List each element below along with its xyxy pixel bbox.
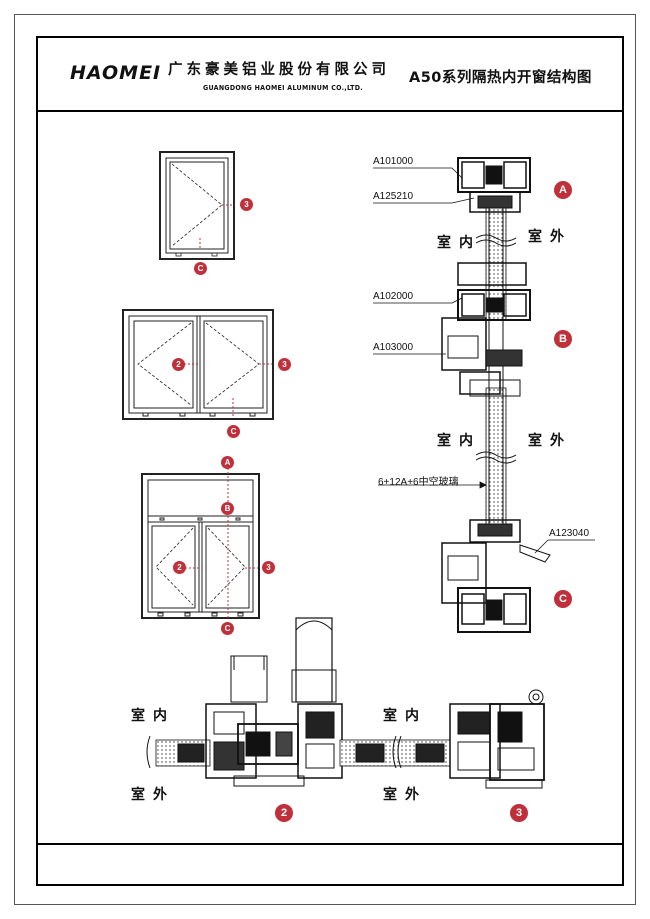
- label-a123040: A123040: [549, 528, 590, 539]
- label-a102000: A102000: [373, 291, 414, 302]
- label-a125210: A125210: [373, 191, 414, 202]
- elev3-marker-3: 3: [262, 561, 275, 574]
- room-indoor-right: 室内: [383, 708, 427, 724]
- elev2-marker-c: C: [227, 425, 240, 438]
- elevation-double-sash: [122, 309, 274, 420]
- company-logo: HAOMEI: [70, 62, 162, 84]
- leader-lines: [373, 167, 595, 554]
- label-glass: 6+12A+6中空玻璃: [378, 477, 459, 488]
- company-name-en: GUANGDONG HAOMEI ALUMINUM CO.,LTD.: [203, 84, 363, 92]
- drawing-border: [36, 36, 624, 886]
- room-outdoor-left: 室外: [131, 787, 175, 803]
- elevation-single-sash: [159, 151, 235, 260]
- room-outdoor-right: 室外: [383, 787, 427, 803]
- badge-section-3: 3: [510, 804, 528, 822]
- elev2-marker-3: 3: [278, 358, 291, 371]
- label-a101000: A101000: [373, 156, 414, 167]
- elev1-marker-c: C: [194, 262, 207, 275]
- room-indoor-left: 室内: [131, 708, 175, 724]
- badge-section-2: 2: [275, 804, 293, 822]
- label-a103000: A103000: [373, 342, 414, 353]
- outer-frame: [14, 14, 636, 905]
- elev3-marker-b: B: [221, 502, 234, 515]
- elevation-transom-window: [141, 464, 260, 620]
- company-name-cn: 广东豪美铝业股份有限公司: [168, 62, 390, 78]
- header-divider: [36, 110, 624, 112]
- room-indoor-mid: 室内: [437, 433, 481, 449]
- elev1-marker-3: 3: [240, 198, 253, 211]
- badge-section-b: B: [554, 330, 572, 348]
- footer-divider: [36, 843, 624, 845]
- room-indoor-top: 室内: [437, 235, 481, 251]
- elev3-marker-a: A: [221, 456, 234, 469]
- badge-section-a: A: [554, 181, 572, 199]
- elev3-marker-c: C: [221, 622, 234, 635]
- badge-section-c: C: [554, 590, 572, 608]
- elev3-marker-2: 2: [173, 561, 186, 574]
- room-outdoor-top: 室外: [528, 229, 572, 245]
- drawing-title: A50系列隔热内开窗结构图: [409, 70, 592, 86]
- room-outdoor-mid: 室外: [528, 433, 572, 449]
- elev2-marker-2: 2: [172, 358, 185, 371]
- horizontal-section: [146, 617, 545, 789]
- vertical-section: [441, 157, 551, 633]
